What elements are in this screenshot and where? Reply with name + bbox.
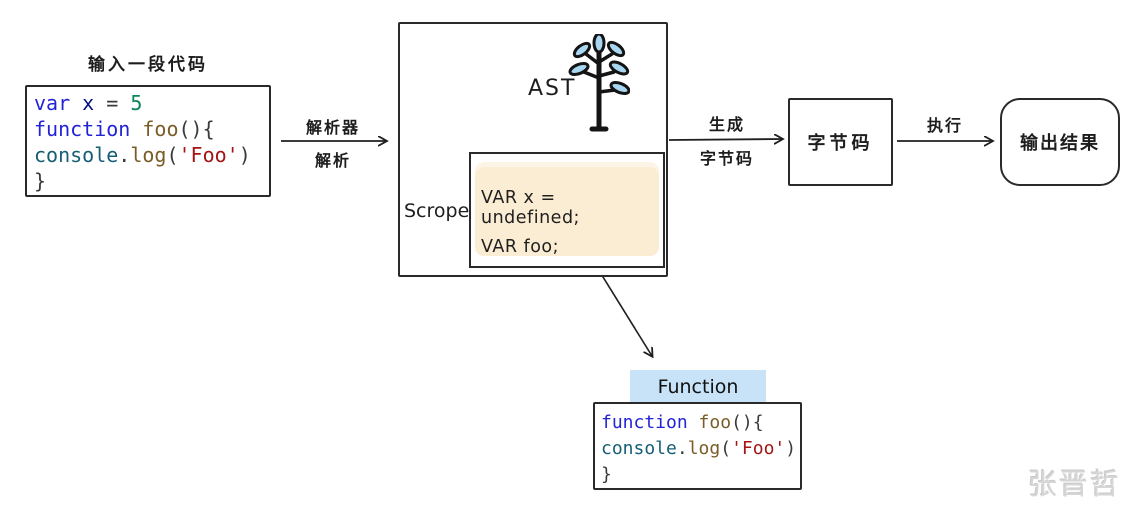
method-token: log (687, 438, 721, 459)
scope-declaration: VAR x = undefined; (481, 188, 580, 228)
generate-arrow-label-top: 生成 (708, 115, 745, 134)
ast-box: AST (398, 22, 668, 277)
punctuation-token: . (676, 438, 688, 459)
bytecode-box: 字节码 (788, 98, 893, 186)
punctuation-token: ( (166, 143, 179, 167)
function-code-box: function foo(){ console.log('Foo') } (593, 402, 802, 490)
function-label-tag: Function (630, 370, 766, 403)
input-code-title: 输入一段代码 (88, 55, 208, 75)
punctuation-token: } (601, 464, 612, 485)
function-name-token: foo (142, 117, 179, 141)
code-line: } (601, 462, 800, 488)
operator-token: = (94, 91, 131, 115)
generate-arrow-label-bottom: 字节码 (699, 149, 754, 168)
punctuation-token: (){ (731, 412, 764, 433)
punctuation-token: ) (238, 143, 251, 167)
method-token: log (130, 143, 167, 167)
scope-box: VAR x = undefined; VAR foo; (469, 152, 665, 268)
keyword-token: var (34, 91, 83, 115)
watermark-signature: 张晋哲 (1028, 467, 1122, 501)
scope-label: Scrope (404, 200, 470, 222)
ast-label: AST (528, 76, 577, 101)
console-token: console (601, 438, 677, 459)
code-line: function foo(){ (601, 410, 800, 436)
scope-highlight: VAR x = undefined; VAR foo; (475, 162, 659, 257)
parse-arrow-label-bottom: 解析 (314, 151, 351, 170)
variable-token: x (82, 91, 95, 115)
punctuation-token: ) (785, 438, 797, 459)
input-code-box: var x = 5 function foo(){ console.log('F… (25, 85, 271, 197)
code-line: } (34, 168, 269, 194)
punctuation-token: ( (720, 438, 732, 459)
parse-arrow-label-top: 解析器 (305, 118, 360, 137)
punctuation-token: } (34, 169, 47, 193)
code-line: function foo(){ (34, 116, 269, 142)
punctuation-token: . (118, 143, 131, 167)
arrow-generate (668, 139, 782, 140)
string-token: 'Foo' (178, 143, 239, 167)
code-line: console.log('Foo') (34, 142, 269, 168)
output-result-box: 输出结果 (1000, 98, 1120, 186)
string-token: 'Foo' (731, 438, 786, 459)
keyword-token: function (34, 117, 143, 141)
punctuation-token: (){ (178, 117, 215, 141)
console-token: console (34, 143, 119, 167)
number-token: 5 (130, 91, 143, 115)
scope-declaration: VAR foo; (481, 237, 560, 257)
code-line: var x = 5 (34, 90, 269, 116)
function-name-token: foo (698, 412, 732, 433)
code-line: console.log('Foo') (601, 436, 800, 462)
tree-icon (568, 32, 631, 134)
keyword-token: function (601, 412, 699, 433)
execute-arrow-label: 执行 (926, 116, 963, 135)
